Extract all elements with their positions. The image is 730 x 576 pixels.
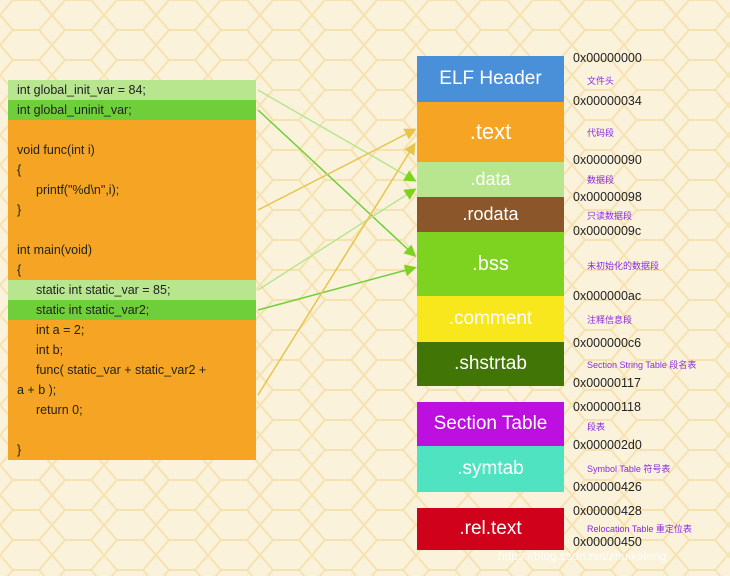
code-line: { [17, 163, 22, 177]
address-label: 0x00000428 [573, 504, 642, 518]
code-line: return 0; [36, 403, 83, 417]
code-line: int a = 2; [36, 323, 85, 337]
arrow-global-uninit-to-bss [257, 109, 417, 258]
section-note: Section String Table 段名表 [587, 360, 697, 370]
watermark: https://blog.csdn.net/zhuikeleng [498, 549, 667, 563]
code-line: void func(int i) [17, 143, 95, 157]
arrow-static-var-to-data [257, 188, 417, 291]
section-comment: .comment [417, 296, 564, 342]
section-shstrtab: .shstrtab [417, 342, 564, 386]
section-note: 注释信息段 [587, 315, 633, 325]
code-line: int global_uninit_var; [8, 100, 256, 120]
section-note: 未初始化的数据段 [587, 261, 660, 271]
address-label: 0x00000450 [573, 535, 642, 549]
address-label: 0x00000426 [573, 480, 642, 494]
arrow-global-init-to-data [257, 89, 417, 182]
section-note: Relocation Table 重定位表 [587, 524, 692, 534]
code-line: int global_init_var = 84; [8, 80, 256, 100]
section-note: 只读数据段 [587, 211, 633, 221]
section-note: 代码段 [587, 128, 615, 138]
address-label: 0x000000ac [573, 289, 642, 303]
section-data: .data [417, 162, 564, 197]
code-line: { [17, 263, 22, 277]
address-label: 0x00000118 [573, 400, 641, 414]
address-label: 0x00000000 [573, 51, 642, 65]
section-text: .text [417, 102, 564, 162]
section-note: 数据段 [587, 175, 615, 185]
code-line: int b; [36, 343, 64, 357]
address-label: 0x00000090 [573, 153, 642, 167]
source-code-panel: int global_init_var = 84;int global_unin… [8, 80, 256, 460]
section-symtab: .symtab [417, 446, 564, 492]
arrow-func-to-text [257, 128, 417, 211]
address-label: 0x000000c6 [573, 336, 642, 350]
code-line: func( static_var + static_var2 + [36, 363, 207, 377]
section-rel-text: .rel.text [417, 508, 564, 550]
address-label: 0x0000009c [573, 224, 642, 238]
code-line: int main(void) [17, 243, 93, 257]
address-label: 0x000002d0 [573, 438, 642, 452]
section-note: Symbol Table 符号表 [587, 464, 671, 474]
address-label: 0x00000098 [573, 190, 642, 204]
code-line: } [17, 443, 22, 457]
section-section-table: Section Table [417, 402, 564, 446]
code-line: } [17, 203, 22, 217]
address-label: 0x00000034 [573, 94, 642, 108]
section-bss: .bss [417, 232, 564, 296]
arrow-static-var2-to-bss [257, 264, 417, 311]
code-line: static int static_var2; [8, 300, 256, 320]
code-line: a + b ); [17, 383, 57, 397]
section-rodata: .rodata [417, 197, 564, 232]
code-line: printf("%d\n",i); [36, 183, 120, 197]
section-note: 段表 [587, 422, 606, 432]
section-elf-header: ELF Header [417, 56, 564, 102]
address-label: 0x00000117 [573, 376, 641, 390]
arrow-main-to-text [257, 142, 416, 396]
section-note: 文件头 [587, 76, 615, 86]
code-line: static int static_var = 85; [8, 280, 256, 300]
